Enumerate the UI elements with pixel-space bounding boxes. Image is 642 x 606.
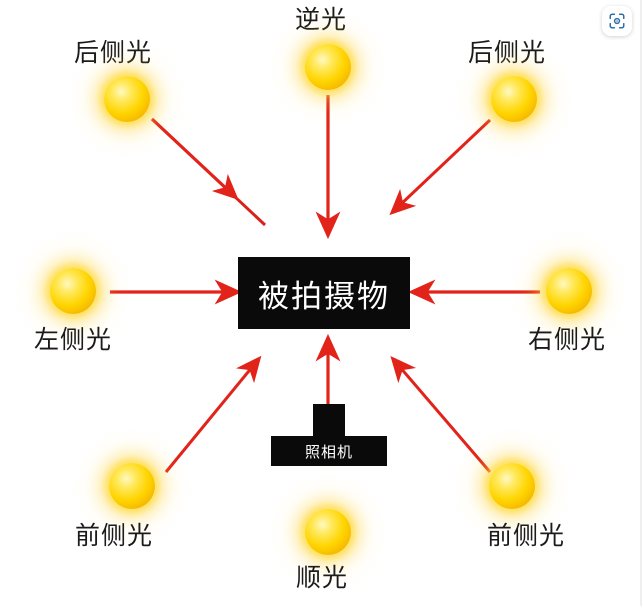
light-label-backlight: 逆光 [295, 5, 348, 34]
camera-body-block: 照相机 [271, 436, 387, 466]
sun-icon-side-right [546, 268, 592, 314]
sun-icon-frontlight [305, 509, 351, 555]
light-label-back-side-left: 后侧光 [74, 38, 153, 67]
sun-icon-front-side-right [489, 463, 535, 509]
right-edge-divider [640, 0, 642, 606]
arrow-back-side-right [389, 118, 492, 216]
subject-label: 被拍摄物 [258, 278, 390, 315]
arrow-back-side-left [150, 117, 267, 227]
camera-label: 照相机 [304, 442, 353, 461]
sun-icon-back-side-left [104, 76, 150, 122]
light-label-front-side-left: 前侧光 [75, 521, 154, 550]
arrow-front-side-right [390, 355, 492, 473]
sun-icon-backlight [305, 44, 351, 90]
light-label-front-side-right: 前侧光 [487, 521, 566, 550]
sun-icon-back-side-right [491, 76, 537, 122]
subject-box: 被拍摄物 [238, 257, 410, 329]
arrow-front-side-left [164, 355, 262, 473]
sun-icon-front-side-left [109, 463, 155, 509]
light-label-frontlight: 顺光 [296, 563, 349, 592]
light-label-back-side-right: 后侧光 [468, 38, 547, 67]
light-label-side-left: 左侧光 [34, 325, 113, 354]
camera-lens-block [313, 404, 345, 440]
camera-shape: 照相机 [271, 404, 387, 466]
scan-lens-icon [609, 13, 625, 29]
light-label-side-right: 右侧光 [528, 325, 607, 354]
sun-icon-side-left [50, 268, 96, 314]
scan-lens-button[interactable] [602, 6, 632, 36]
